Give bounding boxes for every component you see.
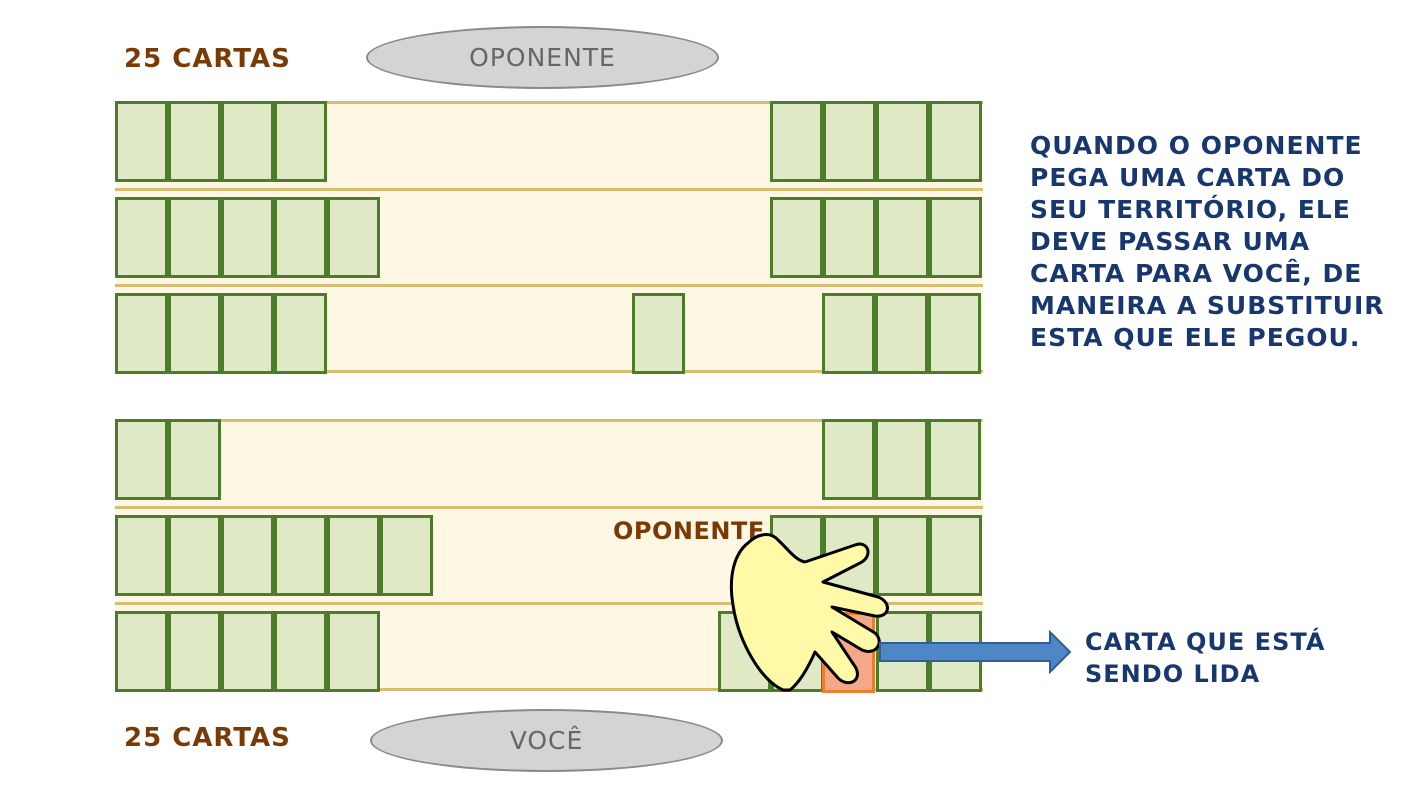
card bbox=[823, 197, 876, 278]
card bbox=[929, 101, 982, 182]
card bbox=[115, 197, 168, 278]
card bbox=[168, 101, 221, 182]
opponent-oval: OPONENTE bbox=[366, 26, 719, 89]
opponent-label: OPONENTE bbox=[469, 43, 616, 72]
card bbox=[770, 101, 823, 182]
card bbox=[876, 515, 929, 596]
card bbox=[115, 419, 168, 500]
player-board-row-line bbox=[115, 506, 983, 509]
card bbox=[168, 611, 221, 692]
card bbox=[115, 293, 168, 374]
card bbox=[115, 611, 168, 692]
card bbox=[221, 293, 274, 374]
card bbox=[327, 515, 380, 596]
player-board-row-line bbox=[115, 602, 983, 605]
card bbox=[875, 419, 928, 500]
card bbox=[221, 515, 274, 596]
card bbox=[822, 419, 875, 500]
arrow-label: CARTA QUE ESTÁ SENDO LIDA bbox=[1085, 628, 1326, 688]
card bbox=[168, 515, 221, 596]
card bbox=[274, 515, 327, 596]
card bbox=[822, 293, 875, 374]
card bbox=[823, 101, 876, 182]
explanation-note: QUANDO O OPONENTE PEGA UMA CARTA DO SEU … bbox=[1030, 131, 1385, 352]
card bbox=[274, 197, 327, 278]
card bbox=[115, 515, 168, 596]
card bbox=[168, 197, 221, 278]
card bbox=[221, 197, 274, 278]
opponent-board-row-line bbox=[115, 284, 983, 287]
card bbox=[221, 101, 274, 182]
card bbox=[274, 101, 327, 182]
card bbox=[168, 419, 221, 500]
top-card-count: 25 CARTAS bbox=[124, 44, 291, 74]
card bbox=[770, 197, 823, 278]
card bbox=[632, 293, 685, 374]
player-label: VOCÊ bbox=[509, 726, 584, 755]
hand-owner-label: OPONENTE bbox=[613, 517, 765, 545]
card bbox=[327, 611, 380, 692]
card bbox=[115, 101, 168, 182]
card bbox=[221, 611, 274, 692]
opponent-board-row-line bbox=[115, 188, 983, 191]
card bbox=[876, 197, 929, 278]
card bbox=[929, 515, 982, 596]
card bbox=[928, 419, 981, 500]
card bbox=[928, 293, 981, 374]
card bbox=[875, 293, 928, 374]
card bbox=[929, 197, 982, 278]
card bbox=[168, 293, 221, 374]
card bbox=[380, 515, 433, 596]
card bbox=[327, 197, 380, 278]
card bbox=[274, 611, 327, 692]
player-oval: VOCÊ bbox=[370, 709, 723, 772]
card bbox=[876, 101, 929, 182]
card bbox=[274, 293, 327, 374]
player-card-count: 25 CARTAS bbox=[124, 723, 291, 753]
